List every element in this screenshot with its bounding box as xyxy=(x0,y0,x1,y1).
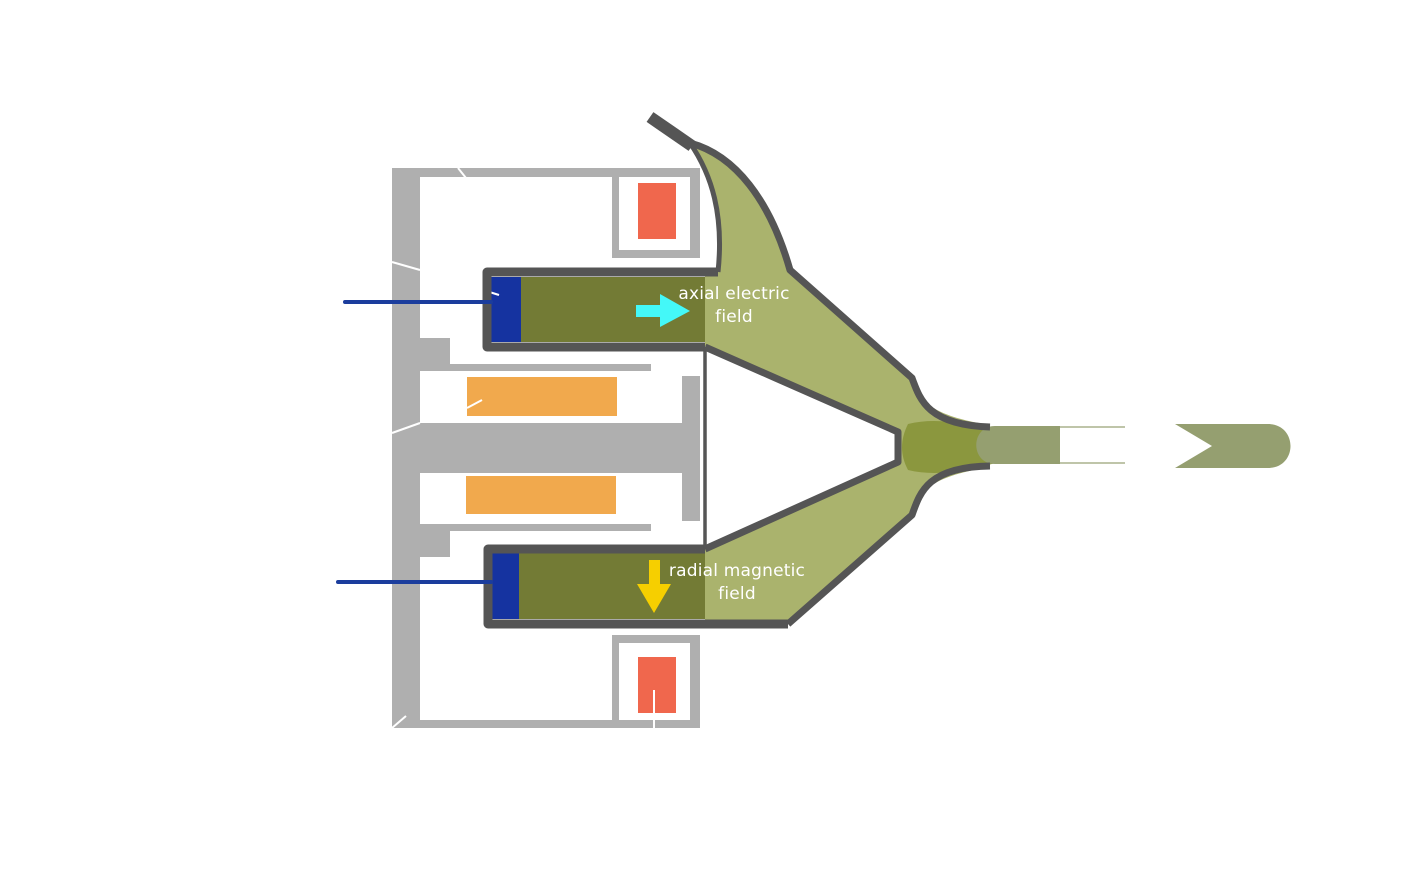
slit xyxy=(457,167,467,179)
jet-head xyxy=(1175,424,1291,468)
back-plate xyxy=(392,168,420,728)
anode-top xyxy=(491,277,521,342)
lower-step xyxy=(420,524,651,557)
plume-boundary-lower xyxy=(785,462,991,627)
electric-field-label-line2: field xyxy=(715,307,753,327)
upper-step xyxy=(420,338,651,371)
channel-walls xyxy=(482,112,991,629)
anode-bottom xyxy=(491,553,519,619)
core-pole-plate xyxy=(682,376,700,521)
electric-field-arrow-icon xyxy=(636,294,690,327)
plume-inner-upper xyxy=(687,141,723,273)
inner-coil-top xyxy=(467,377,617,416)
outer-coil-bottom xyxy=(638,657,676,713)
cathode-stub xyxy=(646,112,696,151)
field-arrows xyxy=(636,294,690,613)
central-core xyxy=(420,423,682,473)
lower-channel-wall xyxy=(483,544,788,629)
coils xyxy=(466,183,676,728)
slit xyxy=(391,261,421,271)
magnetic-field-label-line1: radial magnetic xyxy=(669,561,805,581)
discharge-channels xyxy=(482,264,705,619)
magnetic-field-arrow-icon xyxy=(637,560,671,613)
plume xyxy=(690,143,1000,623)
electric-field-label-line1: axial electric xyxy=(678,284,789,304)
slit xyxy=(391,715,407,729)
inner-coil-bottom xyxy=(466,476,616,514)
gas-feed-lines xyxy=(336,300,493,584)
jet-body xyxy=(976,426,1060,464)
labels: axial electric field radial magnetic fie… xyxy=(669,284,805,604)
jet-gap-edge xyxy=(1055,426,1125,428)
magnetic-circuit xyxy=(391,167,700,729)
plume-core xyxy=(902,421,1000,473)
inner-cone-wall xyxy=(703,343,902,553)
jet-gap-edge xyxy=(1055,462,1125,464)
plume-boundary-upper xyxy=(689,139,991,431)
outer-frame-top xyxy=(392,168,700,258)
slit xyxy=(391,422,421,434)
ion-jet xyxy=(976,424,1291,468)
coil-lead xyxy=(466,399,483,409)
upper-channel-wall xyxy=(482,267,718,352)
plume-upper-lobe xyxy=(690,143,990,623)
outer-coil-top xyxy=(638,183,676,239)
magnetic-field-label-line2: field xyxy=(718,584,756,604)
